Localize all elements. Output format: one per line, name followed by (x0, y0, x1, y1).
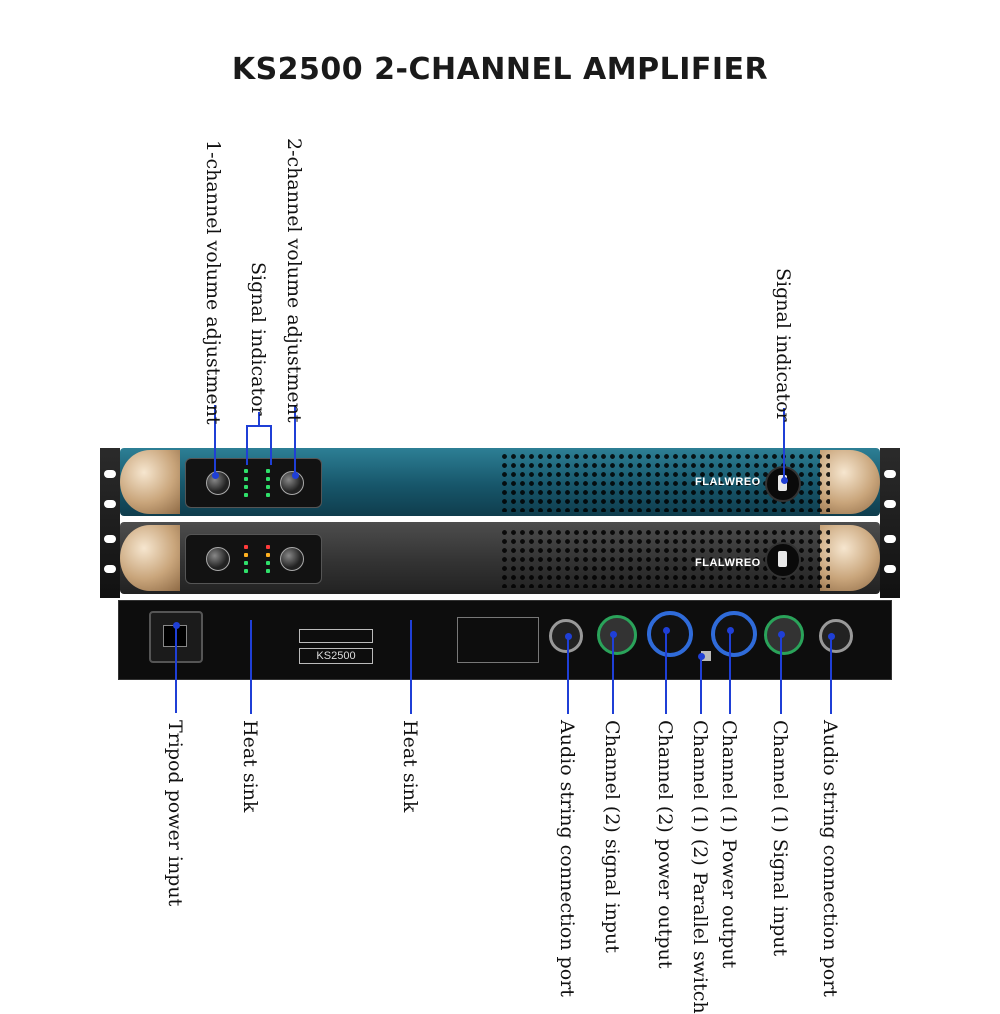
callout-line-parallel (700, 656, 702, 714)
label-heat-sink-1: Heat sink (239, 720, 261, 813)
model-badge: KS2500 (299, 648, 373, 664)
callout-line-signal-bar (246, 425, 272, 427)
speakon-link-right[interactable] (819, 619, 853, 653)
brand-label: FLALWREO (695, 557, 761, 569)
handle-right (820, 525, 880, 591)
label-ch1-power-output: Channel (1) Power output (718, 720, 740, 969)
spec-plate (299, 629, 373, 643)
callout-line-heat-sink-2 (410, 620, 412, 714)
heat-sink-grille-1 (217, 609, 289, 665)
callout-line-ch2-power (665, 630, 667, 714)
callout-line-signal-stem (258, 412, 260, 426)
rack-ear-left (100, 448, 120, 598)
label-ch1-signal-input: Channel (1) Signal input (769, 720, 791, 957)
label-ch2-power-output: Channel (2) power output (654, 720, 676, 969)
ch2-volume-knob[interactable] (280, 547, 304, 571)
speakon-output-ch1[interactable] (711, 611, 757, 657)
label-audio-string-left: Audio string connection port (556, 720, 578, 997)
label-ch2-signal-input: Channel (2) signal input (601, 720, 623, 953)
spec-label (457, 617, 539, 663)
xlr-input-ch2[interactable] (597, 615, 637, 655)
label-signal-indicator-right: Signal indicator (772, 268, 794, 422)
ch1-volume-knob[interactable] (206, 471, 230, 495)
callout-line-power (175, 625, 177, 713)
callout-line-audio-left (567, 636, 569, 714)
label-audio-string-right: Audio string connection port (819, 720, 841, 997)
page-title: KS2500 2-CHANNEL AMPLIFIER (231, 52, 769, 87)
callout-line-signal-right (783, 408, 785, 480)
power-switch[interactable] (765, 542, 801, 578)
handle-left (120, 450, 180, 514)
amplifier-front-top: FLALWREO (120, 448, 880, 516)
callout-line-ch2-volume (294, 405, 296, 475)
amplifier-front-middle: FLALWREO (120, 522, 880, 594)
handle-left (120, 525, 180, 591)
callout-line-ch1-volume (214, 405, 216, 475)
label-tripod-power: Tripod power input (164, 720, 186, 907)
parallel-switch[interactable] (701, 651, 711, 661)
brand-label: FLALWREO (695, 476, 761, 488)
callout-line-heat-sink-1 (250, 620, 252, 714)
control-panel (185, 458, 322, 508)
callout-line-audio-right (830, 636, 832, 714)
control-panel (185, 534, 322, 584)
label-signal-indicator-left: Signal indicator (247, 262, 269, 416)
rack-ear-right (880, 448, 900, 598)
callout-line-ch1-signal (780, 634, 782, 714)
label-parallel-switch: Channel (1) (2) Parallel switch (689, 720, 711, 1014)
callout-line-ch1-power (729, 630, 731, 714)
speakon-output-ch2[interactable] (647, 611, 693, 657)
handle-right (820, 450, 880, 514)
label-ch2-volume: 2-channel volume adjustment (283, 138, 305, 423)
callout-line-ch2-signal (612, 634, 614, 714)
heat-sink-grille-2 (379, 609, 451, 665)
label-ch1-volume: 1-channel volume adjustment (202, 140, 224, 425)
ch1-volume-knob[interactable] (206, 547, 230, 571)
label-heat-sink-2: Heat sink (399, 720, 421, 813)
amplifier-back-panel: KS2500 (118, 600, 892, 680)
